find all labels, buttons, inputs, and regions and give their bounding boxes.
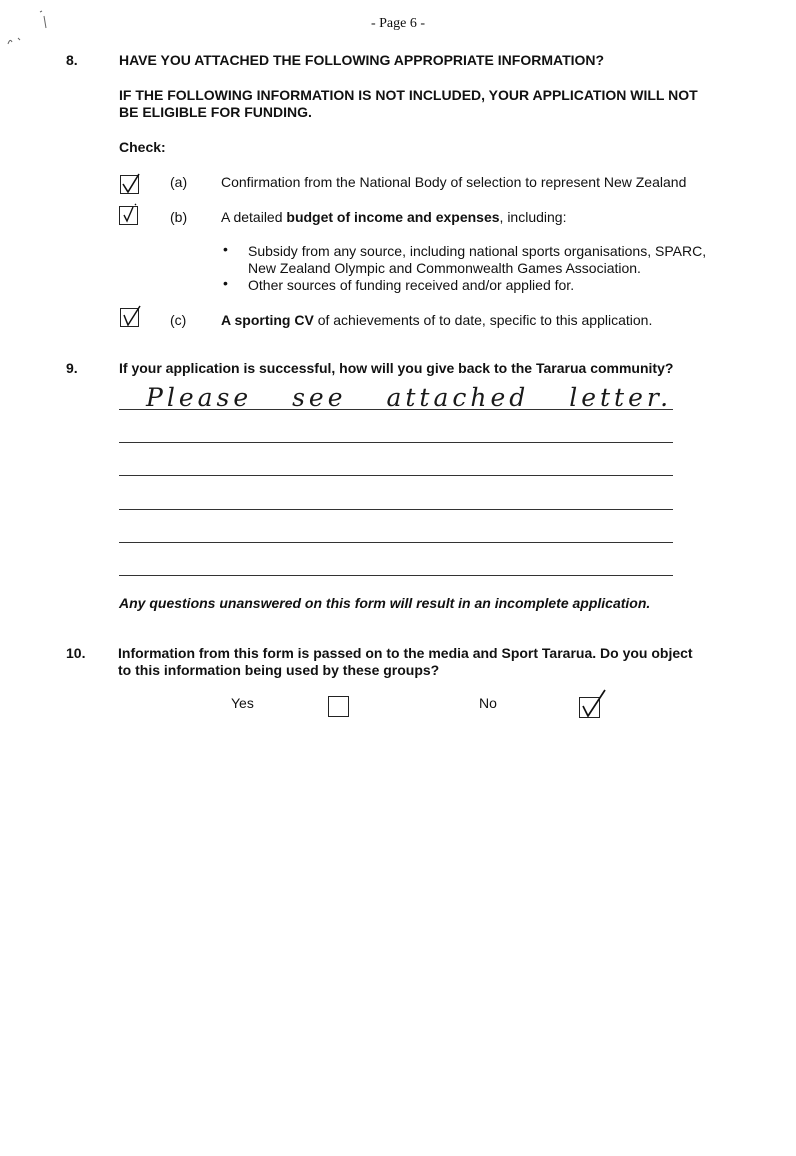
q9-number: 9. <box>66 360 78 376</box>
answer-line-4 <box>119 509 673 510</box>
checkmark-icon <box>123 203 137 223</box>
answer-line-6 <box>119 575 673 576</box>
item-c-letter: (c) <box>170 312 187 328</box>
bullet-1-dot: • <box>223 241 228 257</box>
checkmark-icon <box>582 689 606 718</box>
item-b-letter: (b) <box>170 209 188 225</box>
q9-answer-handwritten[interactable]: Please see attached letter. <box>146 383 673 412</box>
checkbox-item-a[interactable] <box>120 173 140 194</box>
margin-marks <box>4 8 52 51</box>
q8-title: HAVE YOU ATTACHED THE FOLLOWING APPROPRI… <box>119 52 605 68</box>
checkbox-item-b[interactable] <box>119 203 138 225</box>
q10-number: 10. <box>66 645 86 661</box>
answer-line-1 <box>119 409 673 410</box>
q10-question-line2: to this information being used by these … <box>118 662 440 678</box>
checkmark-icon <box>122 173 140 194</box>
item-b-text: A detailed budget of income and expenses… <box>221 209 566 226</box>
item-b-text-pre: A detailed <box>221 209 287 225</box>
item-b-text-bold: budget of income and expenses <box>286 209 500 225</box>
no-checkbox[interactable] <box>579 689 606 718</box>
yes-label: Yes <box>231 695 254 711</box>
stray-pen-marks <box>7 10 47 45</box>
q10-question-line1: Information from this form is passed on … <box>118 645 693 661</box>
yes-checkbox[interactable] <box>328 696 349 717</box>
item-c-text: A sporting CV of achievements of to date… <box>221 312 652 329</box>
q9-question: If your application is successful, how w… <box>119 360 674 376</box>
bullet-2-line1: Other sources of funding received and/or… <box>248 277 575 293</box>
answer-line-3 <box>119 475 673 476</box>
item-c-text-post: of achievements of to date, specific to … <box>313 312 653 328</box>
bullet-2-dot: • <box>223 275 228 291</box>
item-a-letter: (a) <box>170 174 188 190</box>
bullet-1-line2: New Zealand Olympic and Commonwealth Gam… <box>248 260 641 276</box>
q9-incomplete-warning: Any questions unanswered on this form wi… <box>119 595 651 611</box>
q8-check-label: Check: <box>119 139 166 155</box>
no-label: No <box>479 695 497 711</box>
item-b-text-post: , including: <box>499 209 567 225</box>
item-c-text-bold: A sporting CV <box>221 312 314 328</box>
q8-warning-line2: BE ELIGIBLE FOR FUNDING. <box>119 104 312 120</box>
checkmark-icon <box>123 305 141 327</box>
answer-line-5 <box>119 542 673 543</box>
checkbox-item-c[interactable] <box>120 305 141 327</box>
page-number: - Page 6 - <box>370 16 426 31</box>
bullet-1-line1: Subsidy from any source, including natio… <box>248 243 707 259</box>
item-a-text: Confirmation from the National Body of s… <box>221 174 687 190</box>
q8-warning-line1: IF THE FOLLOWING INFORMATION IS NOT INCL… <box>119 87 698 103</box>
q8-number: 8. <box>66 52 78 68</box>
answer-line-2 <box>119 442 673 443</box>
